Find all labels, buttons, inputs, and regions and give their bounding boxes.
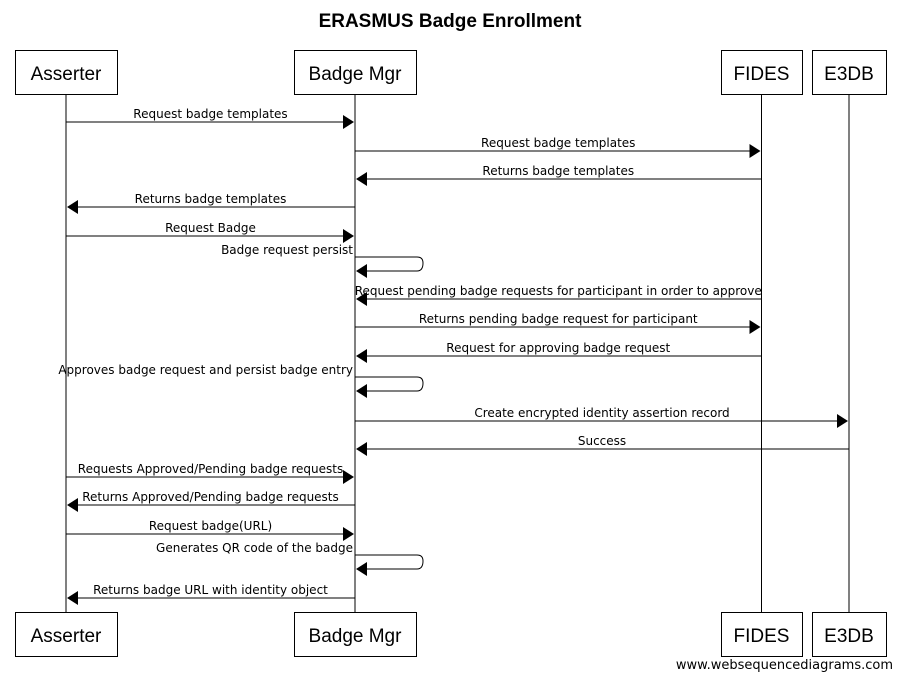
arrowhead: [67, 498, 78, 512]
message-label: Badge request persist: [221, 243, 353, 257]
diagram-title: ERASMUS Badge Enrollment: [319, 11, 583, 32]
message-7: Request pending badge requests for parti…: [355, 284, 762, 306]
message-15: Request badge(URL): [66, 519, 354, 541]
arrowhead: [749, 144, 761, 158]
arrowhead: [67, 591, 78, 605]
participant-box-badgemgr-top: Badge Mgr: [294, 50, 417, 95]
participant-box-fides-bottom: FIDES: [721, 612, 803, 657]
participant-box-fides-top: FIDES: [721, 50, 803, 95]
arrowhead: [356, 172, 367, 186]
message-label: Returns badge templates: [482, 164, 634, 178]
participant-label-badgemgr: Badge Mgr: [309, 64, 403, 85]
participant-label-fides: FIDES: [734, 64, 790, 85]
message-label: Request Badge: [165, 221, 256, 235]
message-3: Returns badge templates: [356, 164, 762, 186]
message-12: Success: [356, 434, 849, 456]
message-16: Generates QR code of the badge: [156, 541, 424, 576]
arrowhead: [343, 115, 354, 129]
arrowhead: [356, 442, 367, 456]
message-8: Returns pending badge request for partic…: [355, 312, 761, 334]
arrowhead: [356, 562, 367, 576]
message-label: Request badge templates: [133, 107, 287, 121]
message-label: Returns pending badge request for partic…: [419, 312, 698, 326]
message-13: Requests Approved/Pending badge requests: [66, 462, 354, 484]
message-label: Requests Approved/Pending badge requests: [78, 462, 343, 476]
message-label: Returns badge URL with identity object: [93, 583, 328, 597]
message-10: Approves badge request and persist badge…: [58, 363, 424, 398]
arrowhead: [837, 414, 848, 428]
message-label: Request pending badge requests for parti…: [355, 284, 762, 298]
message-11: Create encrypted identity assertion reco…: [355, 406, 848, 428]
participant-box-e3db-top: E3DB: [812, 50, 887, 95]
message-label: Request badge(URL): [149, 519, 272, 533]
message-9: Request for approving badge request: [356, 341, 762, 363]
arrowhead: [356, 292, 367, 306]
message-arrow-line: [355, 376, 424, 392]
participant-label-fides: FIDES: [734, 626, 790, 647]
message-arrow-line: [355, 554, 424, 570]
participant-box-badgemgr-bottom: Badge Mgr: [294, 612, 417, 657]
message-label: Returns Approved/Pending badge requests: [82, 490, 339, 504]
message-label: Request badge templates: [481, 136, 635, 150]
arrowhead: [343, 229, 354, 243]
participant-label-asserter: Asserter: [31, 626, 102, 647]
arrowhead: [356, 384, 367, 398]
arrowhead: [749, 320, 761, 334]
message-label: Generates QR code of the badge: [156, 541, 353, 555]
message-4: Returns badge templates: [67, 192, 355, 214]
arrowhead: [67, 200, 78, 214]
message-17: Returns badge URL with identity object: [67, 583, 355, 605]
message-6: Badge request persist: [221, 243, 424, 278]
arrowhead: [343, 470, 354, 484]
participant-box-asserter-bottom: Asserter: [15, 612, 118, 657]
message-label: Success: [578, 434, 626, 448]
participant-label-badgemgr: Badge Mgr: [309, 626, 403, 647]
participant-box-e3db-bottom: E3DB: [812, 612, 887, 657]
credit-text: www.websequencediagrams.com: [676, 658, 893, 673]
participant-box-asserter-top: Asserter: [15, 50, 118, 95]
participant-label-e3db: E3DB: [824, 64, 874, 85]
message-5: Request Badge: [66, 221, 354, 243]
participant-label-asserter: Asserter: [31, 64, 102, 85]
arrowhead: [356, 264, 367, 278]
message-label: Create encrypted identity assertion reco…: [474, 406, 729, 420]
message-label: Request for approving badge request: [446, 341, 670, 355]
message-14: Returns Approved/Pending badge requests: [67, 490, 355, 512]
message-arrow-line: [355, 256, 424, 272]
message-label: Returns badge templates: [135, 192, 287, 206]
participant-label-e3db: E3DB: [824, 626, 874, 647]
lifelines: [65, 94, 850, 612]
message-label: Approves badge request and persist badge…: [58, 363, 353, 377]
arrowhead: [343, 527, 354, 541]
message-2: Request badge templates: [355, 136, 761, 158]
message-1: Request badge templates: [66, 107, 354, 129]
arrowhead: [356, 349, 367, 363]
